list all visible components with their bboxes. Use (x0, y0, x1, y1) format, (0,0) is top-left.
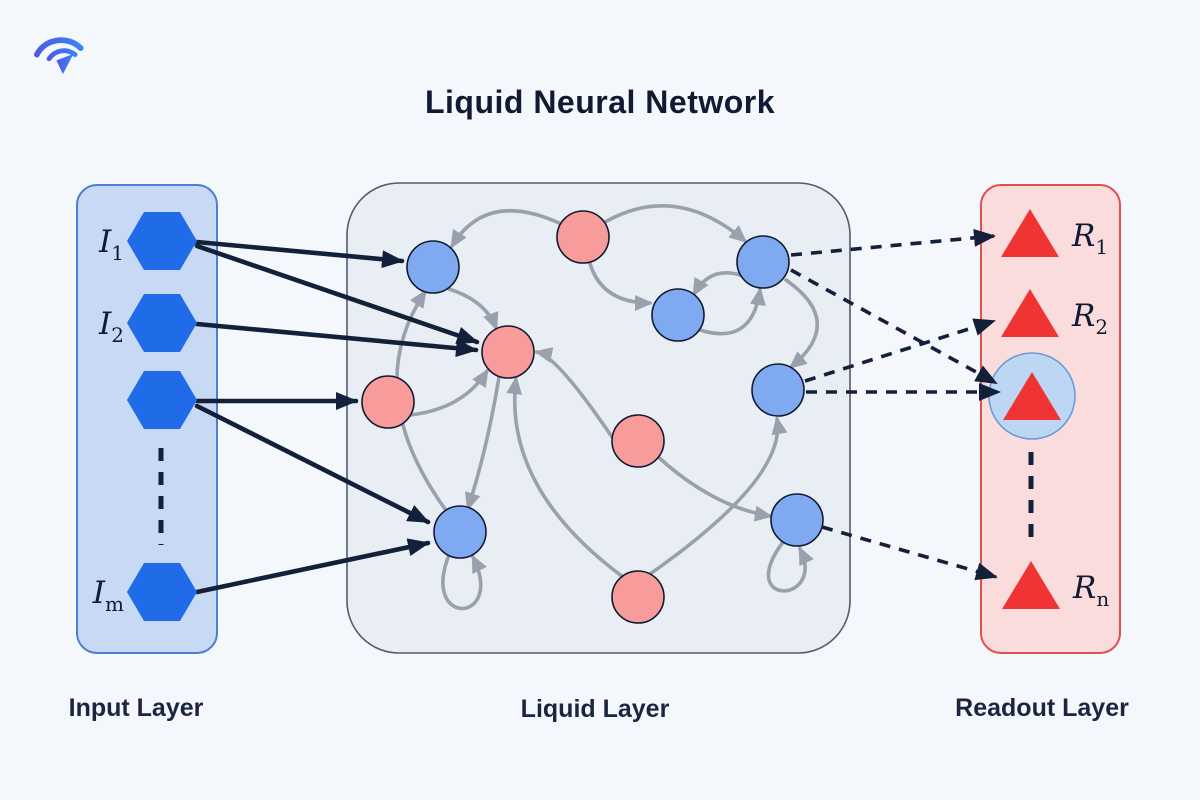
liquid-node-excitatory-b6 (770, 493, 824, 547)
edge-p1-b5 (465, 375, 501, 511)
edge-p5-p1 (506, 376, 625, 579)
edge-p3-p1 (408, 368, 489, 417)
self-loop-b5-b5 (441, 553, 487, 611)
edge-p2-b1 (450, 209, 561, 249)
edge-b3-b4 (692, 271, 742, 297)
input-edge-I1-b1 (194, 239, 405, 269)
edge-p2-b3 (603, 204, 748, 243)
input-edge-I3-b5 (194, 403, 431, 525)
readout-node-R2 (1001, 289, 1059, 337)
liquid-node-excitatory-b5 (433, 505, 487, 559)
edge-b3-b7 (784, 278, 820, 369)
liquid-layer-label: Liquid Layer (520, 695, 670, 723)
liquid-node-excitatory-b3 (736, 235, 790, 289)
input-layer-label: Input Layer (68, 694, 204, 722)
liquid-node-excitatory-b7 (751, 363, 805, 417)
input-edge-I1-p1 (194, 243, 480, 345)
input-node-label-I2: I2 (98, 306, 124, 347)
input-node-I1 (127, 212, 197, 270)
liquid-node-inhibitory-p4 (611, 414, 665, 468)
readout-edge-b3-R1 (790, 228, 996, 257)
readout-edge-b7-R2 (804, 318, 996, 383)
input-node-Im (127, 563, 197, 621)
readout-edge-b6-Rn (821, 525, 998, 581)
readout-node-label-Rn: Rn (1072, 570, 1109, 611)
edge-p2-b4 (587, 258, 653, 311)
edge-p5-b7 (648, 416, 788, 576)
input-node-I2 (127, 294, 197, 352)
readout-node-Rn (1002, 561, 1060, 609)
input-node-I3 (127, 371, 197, 429)
edge-b1-p1 (447, 287, 499, 331)
self-loop-b6-b6 (766, 540, 814, 593)
liquid-node-excitatory-b4 (651, 288, 705, 342)
liquid-node-inhibitory-p3 (361, 375, 415, 429)
page-title: Liquid Neural Network (424, 84, 776, 120)
edge-b4-b3 (695, 287, 766, 336)
liquid-node-excitatory-b1 (406, 240, 460, 294)
readout-node-label-R1: R1 (1071, 218, 1108, 259)
readout-node-R1 (1001, 209, 1059, 257)
edge-p4-p1 (534, 347, 614, 439)
input-node-label-I1: I1 (98, 224, 124, 265)
input-node-label-Im: Im (92, 575, 124, 616)
readout-node-label-R2: R2 (1071, 298, 1108, 339)
liquid-node-inhibitory-p1 (481, 325, 535, 379)
signal-swoosh-icon (34, 37, 84, 75)
input-edge-I2-p1 (194, 321, 479, 358)
liquid-node-inhibitory-p5 (611, 570, 665, 624)
readout-layer-label: Readout Layer (955, 694, 1129, 722)
readout-node-R3 (1003, 372, 1061, 420)
liquid-node-inhibitory-p2 (556, 210, 610, 264)
edge-p4-b6 (655, 454, 773, 522)
input-edge-Im-b5 (194, 538, 431, 595)
